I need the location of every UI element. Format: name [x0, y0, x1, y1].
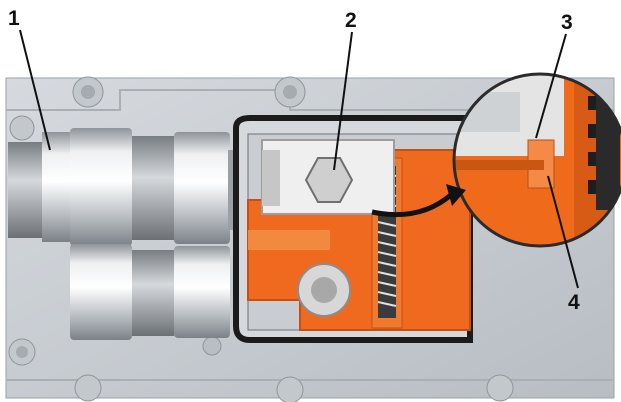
callout-4: 4 — [568, 291, 580, 314]
arrow-icon — [371, 184, 466, 218]
leader-lines — [19, 29, 579, 289]
callout-2: 2 — [345, 9, 357, 32]
callout-3: 3 — [561, 11, 573, 34]
magnified-detail — [452, 72, 621, 248]
callout-1: 1 — [8, 7, 20, 30]
connector-icon — [8, 128, 258, 340]
mounting-screw-icon — [8, 76, 514, 402]
hex-bolt-icon — [261, 139, 395, 215]
